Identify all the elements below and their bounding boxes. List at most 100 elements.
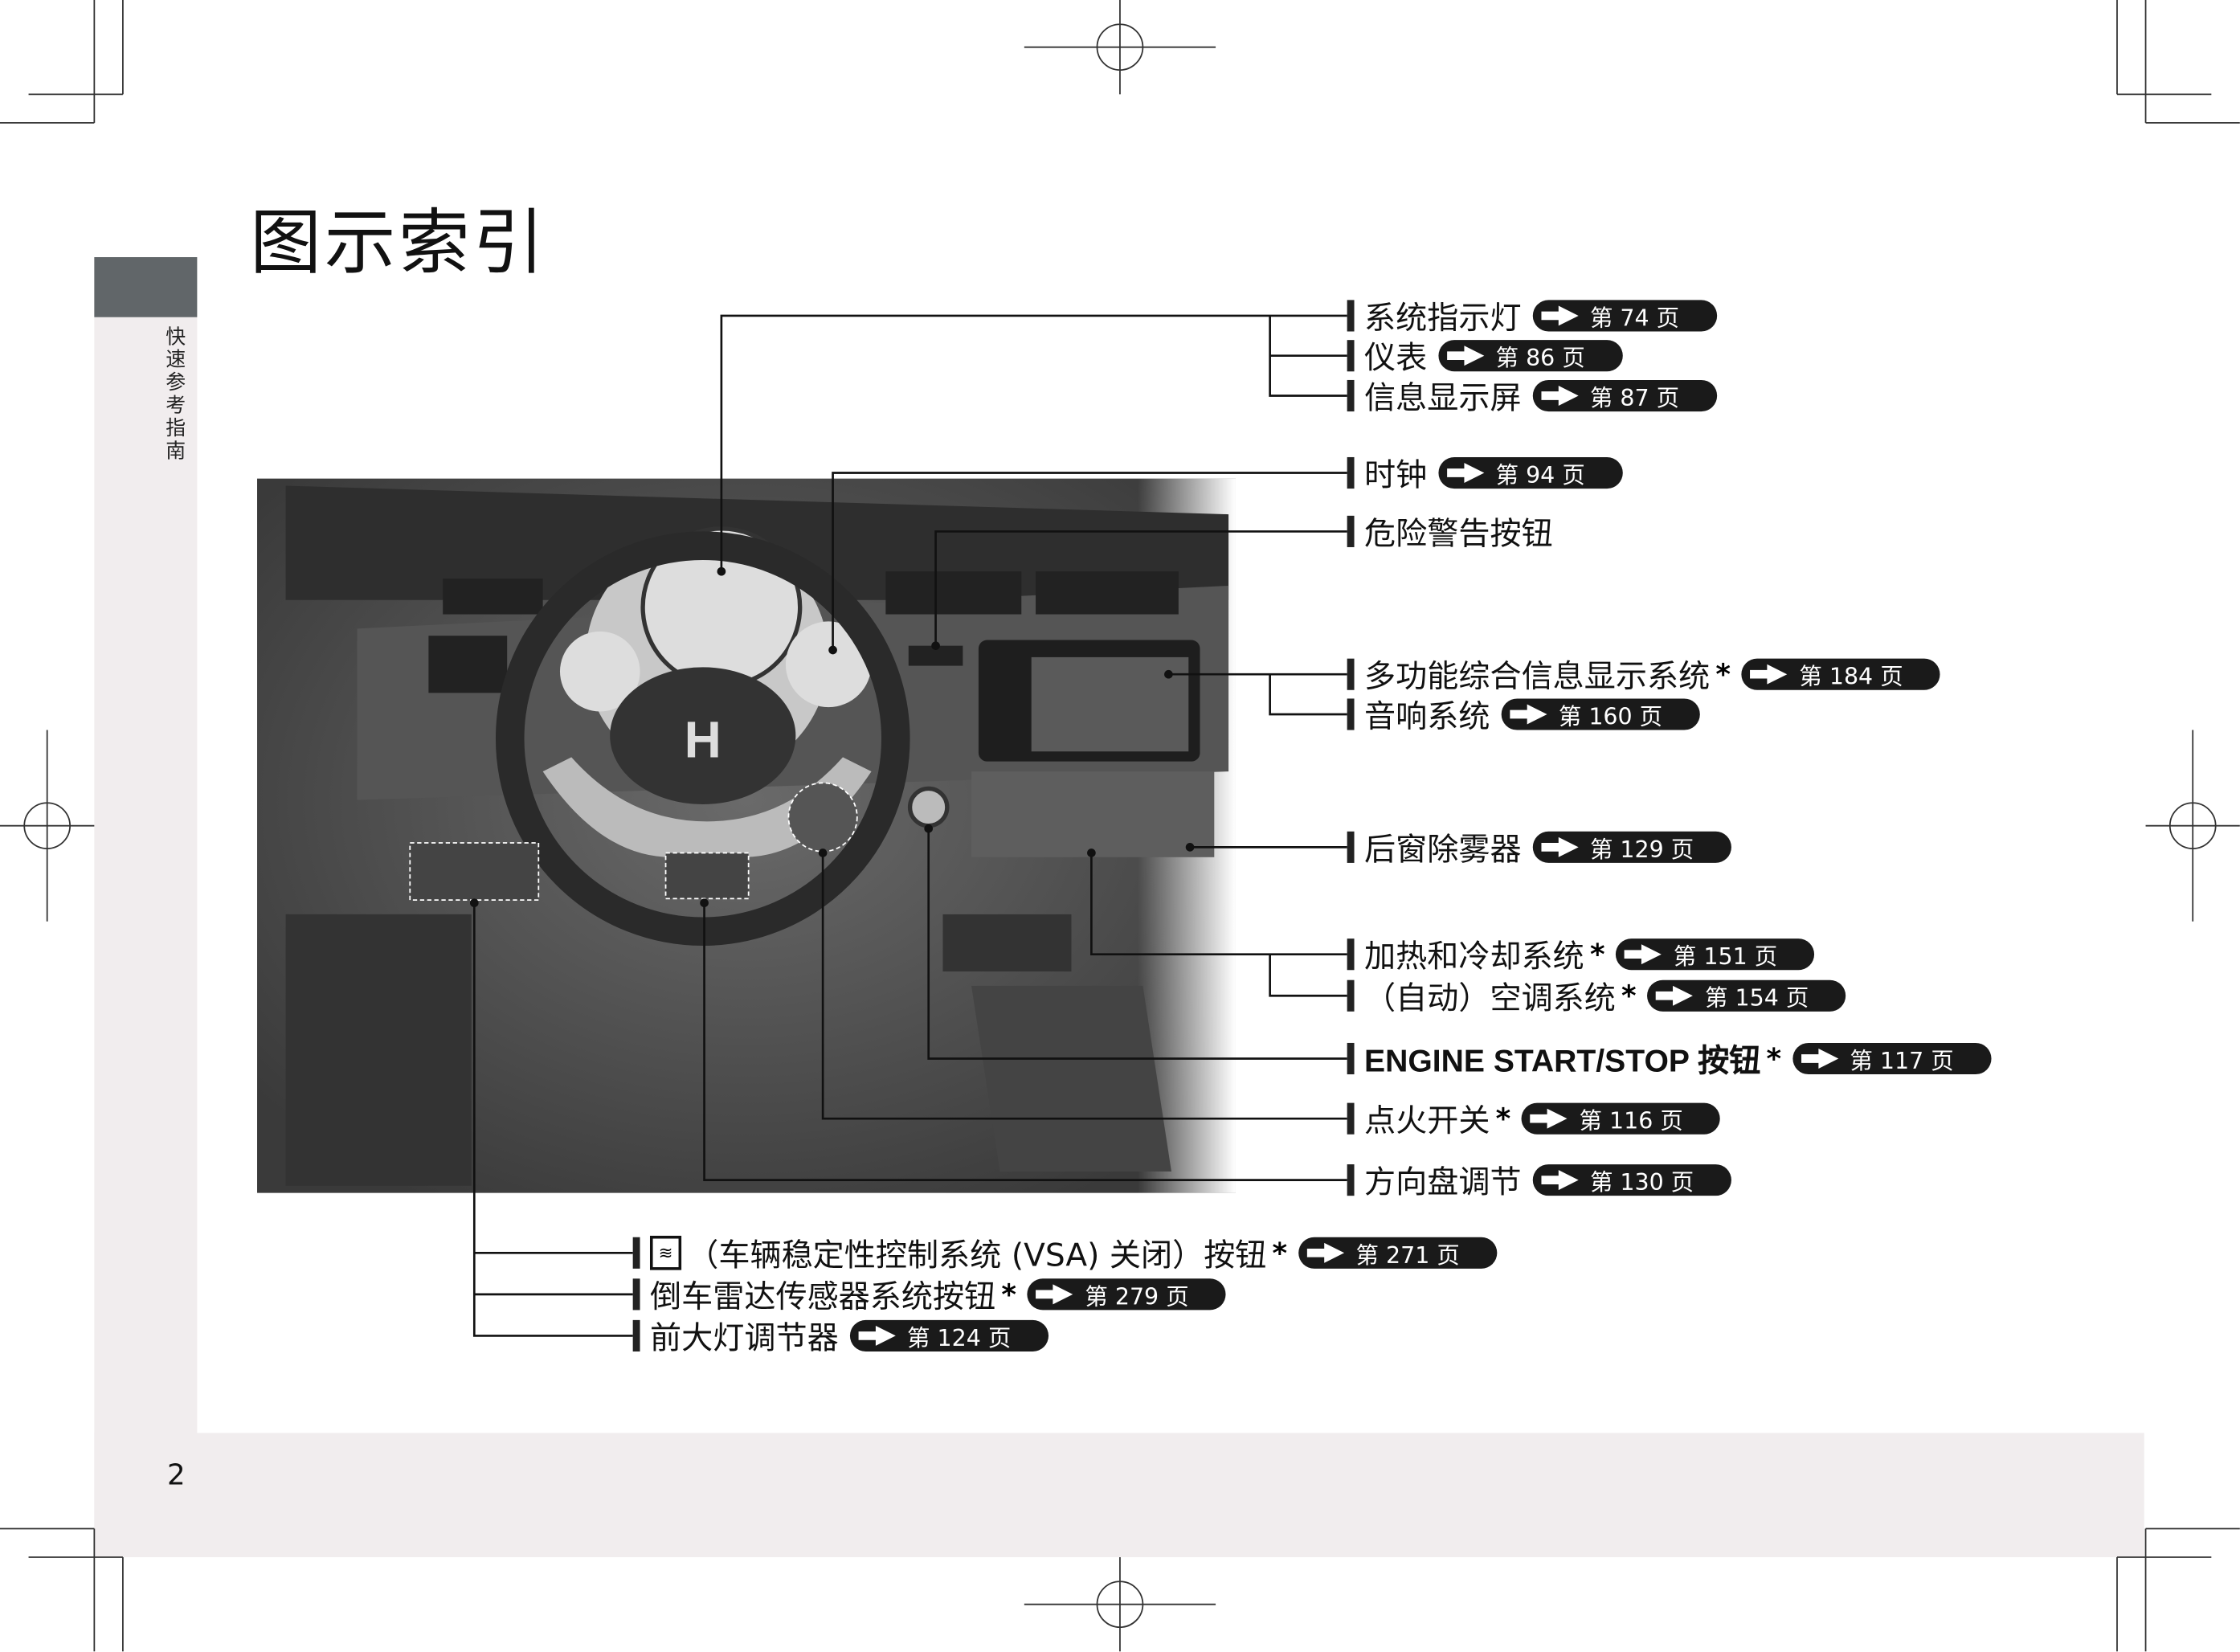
leader-lines (472, 314, 1347, 1337)
arrow-right-icon (1445, 344, 1496, 366)
page-reference-text: 第 279 页 (1085, 1282, 1189, 1311)
callout-row: 时钟 第 94 页 (1347, 453, 1623, 495)
page-reference-link[interactable]: 第 124 页 (849, 1319, 1048, 1351)
page-reference-link[interactable]: 第 86 页 (1438, 340, 1623, 372)
callout-row: 多功能综合信息显示系统* 第 184 页 (1347, 654, 1940, 696)
page-reference-link[interactable]: 第 116 页 (1522, 1102, 1721, 1135)
arrow-right-icon (1033, 1283, 1085, 1306)
callout-row: 音响系统第 160 页 (1347, 694, 1700, 736)
dashboard-photo: H (257, 478, 1236, 1193)
section-tab (94, 257, 198, 317)
page-number: 2 (167, 1457, 186, 1492)
page-reference-text: 第 87 页 (1589, 384, 1680, 412)
lower-switch-panel (409, 842, 540, 902)
arrow-right-icon (1539, 384, 1590, 407)
callout-row: 危险警告按钮 (1347, 512, 1553, 554)
page-reference-text: 第 129 页 (1589, 836, 1694, 863)
arrow-right-icon (1747, 663, 1799, 685)
vsa-off-icon: ≋ (649, 1235, 682, 1270)
door-panel (285, 914, 472, 1186)
callout-bar (1347, 938, 1355, 971)
callout-label: （自动）空调系统 (1363, 981, 1616, 1017)
sidebar-band (94, 257, 198, 1558)
callout-row: ENGINE START/STOP 按钮*第 117 页 (1347, 1039, 1991, 1078)
center-console (971, 985, 1171, 1172)
callout-label: 仪表 (1363, 341, 1428, 378)
callout-row: （自动）空调系统*第 154 页 (1347, 975, 1846, 1017)
page-reference-link[interactable]: 第 184 页 (1742, 658, 1940, 690)
callout-label: 加热和冷却系统 (1363, 939, 1584, 976)
callout-label: 时钟 (1363, 458, 1428, 495)
page-reference-link[interactable]: 第 117 页 (1792, 1042, 1991, 1075)
arrow-right-icon (856, 1324, 907, 1347)
arrow-right-icon (1445, 461, 1496, 484)
arrow-right-icon (1305, 1241, 1356, 1264)
callout-row: 前大灯调节器 第 124 页 (632, 1316, 1048, 1358)
page-reference-text: 第 151 页 (1673, 943, 1778, 971)
callout-label: 方向盘调节 (1363, 1165, 1522, 1202)
callout-row: 仪表第 86 页 (1347, 336, 1623, 378)
arrow-right-icon (1539, 305, 1590, 327)
glove-box (971, 771, 1215, 857)
page-reference-text: 第 116 页 (1579, 1106, 1683, 1135)
callout-bar (1347, 379, 1355, 412)
callout-row: 方向盘调节 第 130 页 (1347, 1160, 1731, 1202)
callout-row: 加热和冷却系统* 第 151 页 (1347, 934, 1815, 975)
footer-band (94, 1433, 2144, 1558)
callout-label: 多功能综合信息显示系统 (1363, 660, 1711, 696)
callout-row: ≋（车辆稳定性控制系统 (VSA) 关闭）按钮* 第 271 页 (632, 1233, 1498, 1274)
callout-bar (1347, 979, 1355, 1012)
honda-logo: H (685, 710, 721, 768)
steering-wheel (495, 531, 910, 947)
engine-start-button (907, 786, 950, 828)
page-reference-text: 第 271 页 (1355, 1241, 1460, 1269)
callout-label: 信息显示屏 (1363, 381, 1522, 418)
page-reference-link[interactable]: 第 74 页 (1532, 300, 1717, 332)
air-vent-center (885, 571, 1022, 615)
callout-bar (1347, 300, 1355, 332)
optional-mark: * (1589, 937, 1605, 972)
callout-bar (1347, 456, 1355, 489)
arrow-right-icon (1798, 1047, 1850, 1069)
page-reference-link[interactable]: 第 94 页 (1438, 456, 1623, 489)
page-reference-text: 第 160 页 (1558, 702, 1663, 730)
callout-label: 倒车雷达传感器系统按钮 (649, 1280, 996, 1316)
page-reference-text: 第 124 页 (907, 1324, 1012, 1351)
page-reference-link[interactable]: 第 129 页 (1532, 831, 1731, 863)
page-reference-link[interactable]: 第 130 页 (1532, 1164, 1731, 1196)
page-title: 图示索引 (250, 201, 547, 284)
callout-bar (1347, 1164, 1355, 1196)
optional-mark: * (1715, 656, 1731, 692)
ignition-switch (787, 782, 858, 853)
page-reference-link[interactable]: 第 154 页 (1647, 979, 1846, 1012)
callout-bar (632, 1278, 640, 1311)
callout-bar (1347, 698, 1355, 730)
page-reference-link[interactable]: 第 87 页 (1532, 379, 1717, 412)
page-reference-link[interactable]: 第 271 页 (1298, 1237, 1498, 1269)
callout-label: （车辆稳定性控制系统 (VSA) 关闭）按钮 (687, 1238, 1267, 1274)
page-reference-link[interactable]: 第 160 页 (1501, 698, 1700, 730)
page-reference-text: 第 130 页 (1589, 1168, 1694, 1196)
optional-mark: * (1495, 1101, 1511, 1136)
page-reference-text: 第 94 页 (1495, 461, 1585, 489)
arrow-right-icon (1539, 1168, 1590, 1191)
callout-bar (632, 1237, 640, 1269)
arrow-right-icon (1622, 943, 1674, 965)
callout-bar (1347, 340, 1355, 372)
arrow-right-icon (1653, 984, 1705, 1007)
arrow-right-icon (1507, 703, 1559, 726)
page-reference-link[interactable]: 第 279 页 (1028, 1278, 1226, 1311)
air-vent-left (443, 579, 543, 615)
callout-label: 危险警告按钮 (1363, 517, 1553, 554)
leader-dots (469, 566, 1195, 908)
callout-bar (1347, 831, 1355, 863)
callout-row: 点火开关*第 116 页 (1347, 1098, 1721, 1140)
arrow-right-icon (1539, 836, 1590, 858)
page-reference-text: 第 74 页 (1589, 304, 1680, 332)
callout-bar (1347, 1042, 1355, 1075)
callout-label: 前大灯调节器 (649, 1321, 839, 1358)
page-reference-link[interactable]: 第 151 页 (1616, 938, 1815, 971)
optional-mark: * (1272, 1235, 1288, 1270)
optional-mark: * (1766, 1041, 1782, 1076)
